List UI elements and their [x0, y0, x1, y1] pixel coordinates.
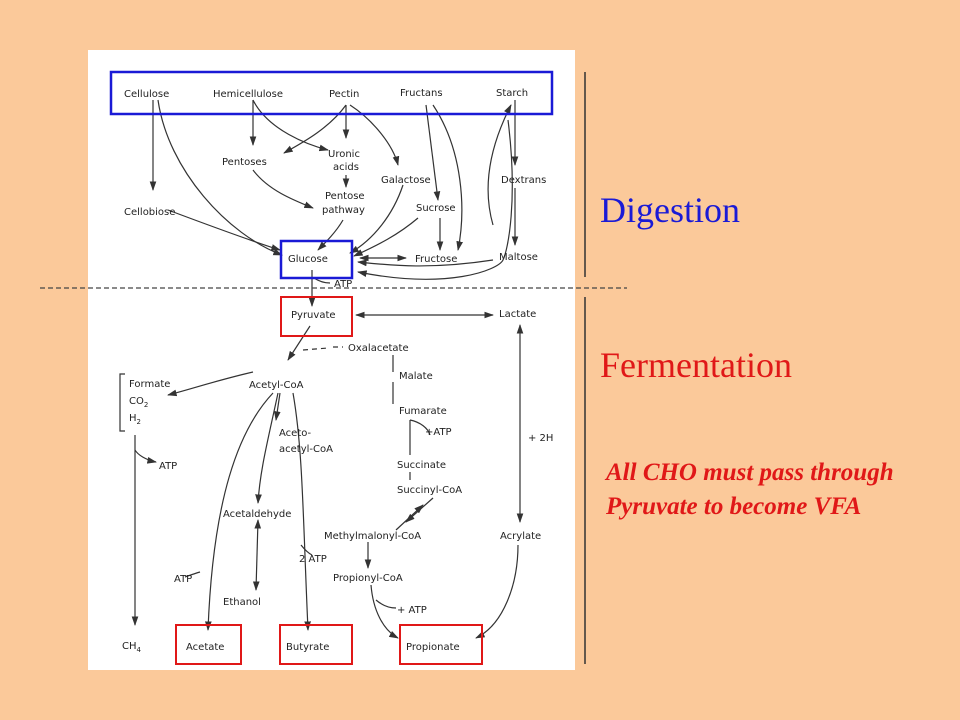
- node-pectin: Pectin: [329, 89, 359, 100]
- node-cellobiose: Cellobiose: [124, 207, 175, 218]
- arrow-acetate-atp: [184, 571, 201, 578]
- node-maltose: Maltose: [499, 252, 538, 263]
- arrow-acetylcoa-butyrate: [292, 392, 311, 631]
- node-hemicellulose: Hemicellulose: [213, 89, 283, 100]
- arrow-pyruvate-acetylcoa: [287, 325, 311, 361]
- node-co2: CO2: [129, 396, 148, 409]
- pathway-panel: Cellulose Hemicellulose Pectin Fructans …: [88, 50, 575, 670]
- arrow-pentoses-pathway: [252, 169, 314, 209]
- digestion-label: Digestion: [600, 190, 740, 230]
- node-plus-2h: + 2H: [528, 433, 553, 444]
- node-formate: Formate: [129, 379, 170, 390]
- node-fructose: Fructose: [415, 254, 457, 265]
- node-pentose-pathway-line2: pathway: [322, 205, 365, 216]
- node-atp-glucose: ATP: [334, 279, 352, 290]
- arrow-sucrose-glucose: [353, 217, 419, 257]
- arrow-methylmalonyl-succinylcoa: [395, 504, 424, 531]
- node-fumarate: Fumarate: [399, 406, 447, 417]
- node-pyruvate: Pyruvate: [291, 310, 336, 321]
- pyruvate-note: All CHO must pass through Pyruvate to be…: [606, 459, 894, 520]
- pathway-nodes: Cellulose Hemicellulose Pectin Fructans …: [119, 88, 553, 654]
- arrow-fructans-sucrose: [425, 104, 441, 201]
- node-dextrans: Dextrans: [501, 175, 546, 186]
- arrow-glucose-atp: [313, 277, 331, 284]
- fermentation-pathway-diagram: Cellulose Hemicellulose Pectin Fructans …: [119, 88, 553, 654]
- arrow-acetylcoa-formate: [167, 371, 254, 397]
- arrow-propionyl-atp: [375, 599, 397, 609]
- node-atp-formate: ATP: [159, 461, 177, 472]
- arrow-succinylcoa-methylmalonyl: [405, 497, 434, 523]
- node-fructans: Fructans: [400, 88, 443, 99]
- arrow-acetaldehyde-ethanol: [252, 519, 262, 591]
- node-cellulose: Cellulose: [124, 89, 169, 100]
- arrow-cellulose-glucose: [157, 99, 283, 256]
- node-2-atp: 2 ATP: [299, 554, 327, 565]
- node-ethanol: Ethanol: [223, 597, 261, 608]
- formate-bracket: [119, 373, 125, 432]
- node-propionyl-coa: Propionyl-CoA: [333, 573, 403, 584]
- node-acrylate: Acrylate: [500, 531, 541, 542]
- node-acetoacetyl-line2: acetyl-CoA: [279, 444, 333, 455]
- arrow-acetylcoa-acetaldehyde: [255, 392, 279, 504]
- node-ch4: CH4: [122, 641, 142, 654]
- fermentation-label: Fermentation: [600, 345, 792, 385]
- node-atp-propionate: + ATP: [397, 605, 427, 616]
- arrow-butyrate-atp: [300, 544, 313, 556]
- arrow-fructans-fructose: [432, 104, 463, 251]
- arrow-formate-atp: [134, 449, 157, 464]
- node-h2: H2: [129, 413, 141, 426]
- node-atp-fumarate: +ATP: [425, 427, 452, 438]
- arrow-galactose-glucose: [349, 184, 404, 254]
- node-malate: Malate: [399, 371, 433, 382]
- node-methylmalonyl-coa: Methylmalonyl-CoA: [324, 531, 421, 542]
- node-oxalacetate: Oxalacetate: [348, 343, 409, 354]
- node-acetoacetyl-line1: Aceto-: [279, 428, 312, 439]
- node-acetate: Acetate: [186, 642, 224, 653]
- arrow-cellobiose-glucose: [167, 209, 281, 251]
- node-succinyl-coa: Succinyl-CoA: [397, 485, 462, 496]
- arrow-pathway-glucose: [317, 219, 344, 251]
- arrow-starch-glucose: [357, 119, 513, 280]
- arrow-oxalacetate-dashed: [302, 346, 343, 351]
- arrow-fumarate-atp: [409, 419, 431, 436]
- arrow-acetylcoa-acetate: [204, 392, 274, 631]
- node-pentoses: Pentoses: [222, 157, 267, 168]
- node-glucose: Glucose: [288, 254, 328, 265]
- node-starch: Starch: [496, 88, 528, 99]
- node-atp-acetate: ATP: [174, 574, 192, 585]
- node-sucrose: Sucrose: [416, 203, 456, 214]
- node-butyrate: Butyrate: [286, 642, 329, 653]
- arrow-to-starch: [487, 104, 512, 226]
- node-galactose: Galactose: [381, 175, 431, 186]
- arrow-propionylcoa-propionate: [370, 584, 399, 639]
- arrow-hemicellulose-uronic: [252, 99, 329, 152]
- pathway-arrows: [131, 99, 524, 639]
- arrow-acrylate-propionate: [475, 544, 519, 639]
- arrow-maltose-glucose: [357, 259, 494, 267]
- node-succinate: Succinate: [397, 460, 446, 471]
- node-pentose-pathway-line1: Pentose: [325, 191, 365, 202]
- node-lactate: Lactate: [499, 309, 536, 320]
- node-propionate: Propionate: [406, 642, 460, 653]
- arrow-acetylcoa-acetoacetyl: [273, 392, 281, 421]
- node-uronic-acids-line1: Uronic: [328, 149, 360, 160]
- node-acetyl-coa: Acetyl-CoA: [249, 380, 304, 391]
- node-acetaldehyde: Acetaldehyde: [223, 509, 291, 520]
- node-uronic-acids-line2: acids: [333, 162, 359, 173]
